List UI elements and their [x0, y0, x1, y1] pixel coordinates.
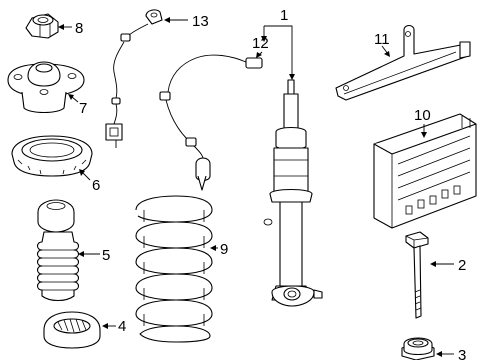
callout-3: 3	[458, 347, 466, 360]
callout-6: 6	[92, 177, 100, 194]
callout-13: 13	[192, 13, 209, 30]
part-11-bracket	[335, 24, 471, 101]
callout-12: 12	[252, 35, 269, 52]
callout-4: 4	[118, 318, 126, 335]
callout-2: 2	[458, 257, 466, 274]
callout-1: 1	[280, 7, 288, 24]
part-1-strut	[263, 79, 323, 307]
part-2-bolt	[405, 231, 429, 319]
leader-lines	[58, 17, 454, 357]
part-6-bearing	[11, 135, 93, 177]
callout-labels: 8 7 6 5 4 9 13 12 1 11 10 2 3	[75, 7, 466, 360]
part-10-control-module	[373, 113, 477, 229]
callout-8: 8	[75, 20, 83, 37]
callout-9: 9	[220, 241, 228, 258]
part-13-sensor-wire	[105, 9, 163, 148]
part-5-dust-boot	[36, 199, 80, 302]
callout-11: 11	[374, 31, 390, 48]
part-8-top-nut	[25, 13, 59, 39]
callout-5: 5	[102, 247, 110, 264]
callout-10: 10	[414, 107, 431, 124]
part-12-sensor-wire	[159, 54, 263, 191]
callout-7: 7	[79, 100, 87, 117]
part-3-nut	[401, 337, 435, 360]
part-7-strut-mount	[7, 61, 85, 114]
part-4-spring-pad	[43, 311, 101, 349]
part-9-coil-spring	[135, 195, 213, 343]
